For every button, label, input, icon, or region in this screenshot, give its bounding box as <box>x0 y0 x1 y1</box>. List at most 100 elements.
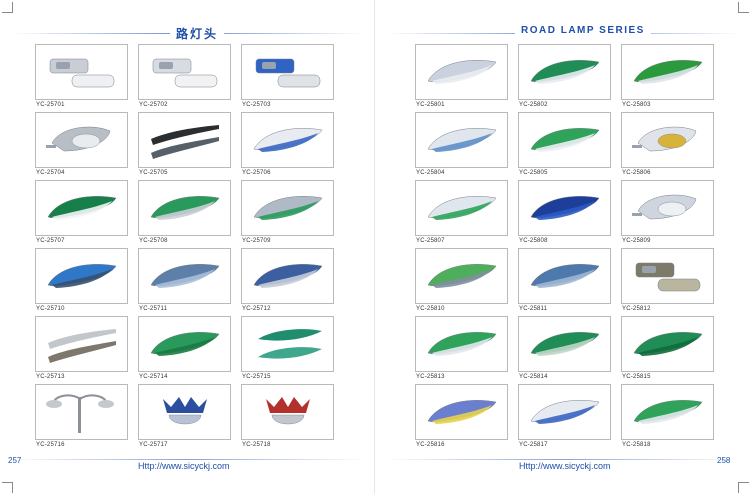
lamp-illustration <box>530 332 599 356</box>
product-card: YC-25706 <box>241 112 334 180</box>
product-image <box>138 180 231 236</box>
product-card: YC-25805 <box>518 112 611 180</box>
product-card: YC-25811 <box>518 248 611 316</box>
product-card: YC-25711 <box>138 248 231 316</box>
product-card: YC-25816 <box>415 384 508 452</box>
product-card: YC-25818 <box>621 384 714 452</box>
product-card: YC-25713 <box>35 316 128 384</box>
product-code: YC-25817 <box>519 442 548 448</box>
product-image <box>241 112 334 168</box>
product-card: YC-25807 <box>415 180 508 248</box>
product-image <box>241 316 334 372</box>
lamp-illustration <box>47 196 116 220</box>
product-code: YC-25709 <box>242 238 271 244</box>
product-code: YC-25814 <box>519 374 548 380</box>
product-image <box>241 248 334 304</box>
product-code: YC-25711 <box>139 306 168 312</box>
product-card: YC-25803 <box>621 44 714 112</box>
product-card: YC-25808 <box>518 180 611 248</box>
product-card: YC-25717 <box>138 384 231 452</box>
product-card: YC-25812 <box>621 248 714 316</box>
product-image <box>518 44 611 100</box>
lamp-illustration <box>253 264 322 288</box>
product-code: YC-25812 <box>622 306 651 312</box>
footer-rule <box>10 459 365 460</box>
lamp-illustration <box>150 332 219 356</box>
product-code: YC-25706 <box>242 170 271 176</box>
product-card: YC-25804 <box>415 112 508 180</box>
product-card: YC-25810 <box>415 248 508 316</box>
lamp-illustration <box>162 397 207 425</box>
lamp-illustration <box>150 125 219 159</box>
product-card: YC-25703 <box>241 44 334 112</box>
product-code: YC-25815 <box>622 374 651 380</box>
product-image <box>518 248 611 304</box>
lamp-illustration <box>150 196 219 220</box>
product-card: YC-25817 <box>518 384 611 452</box>
product-code: YC-25718 <box>242 442 271 448</box>
product-image <box>621 384 714 440</box>
product-image <box>138 248 231 304</box>
product-card: YC-25707 <box>35 180 128 248</box>
product-code: YC-25708 <box>139 238 168 244</box>
product-image <box>621 180 714 236</box>
lamp-illustration <box>257 329 322 359</box>
product-code: YC-25810 <box>416 306 445 312</box>
product-code: YC-25807 <box>416 238 445 244</box>
lamp-illustration <box>427 196 496 220</box>
lamp-illustration <box>427 264 496 288</box>
product-code: YC-25806 <box>622 170 651 176</box>
product-code: YC-25717 <box>139 442 168 448</box>
lamp-illustration <box>633 332 702 356</box>
product-card: YC-25712 <box>241 248 334 316</box>
product-image <box>35 384 128 440</box>
product-image <box>518 316 611 372</box>
lamp-illustration <box>530 196 599 220</box>
product-code: YC-25701 <box>36 102 65 108</box>
product-code: YC-25802 <box>519 102 548 108</box>
lamp-illustration <box>45 394 114 433</box>
website-link[interactable]: Http://www.sicyckj.com <box>138 461 230 471</box>
page-title: ROAD LAMP SERIES <box>515 25 651 36</box>
product-card: YC-25704 <box>35 112 128 180</box>
product-card: YC-25809 <box>621 180 714 248</box>
product-image <box>35 112 128 168</box>
product-card: YC-25802 <box>518 44 611 112</box>
product-image <box>518 112 611 168</box>
product-code: YC-25702 <box>139 102 168 108</box>
product-image <box>138 112 231 168</box>
lamp-illustration <box>427 400 496 424</box>
product-code: YC-25816 <box>416 442 445 448</box>
product-image <box>621 44 714 100</box>
page-number: 258 <box>717 456 731 465</box>
lamp-illustration <box>253 196 322 220</box>
product-image <box>621 248 714 304</box>
product-card: YC-25813 <box>415 316 508 384</box>
product-code: YC-25805 <box>519 170 548 176</box>
product-code: YC-25808 <box>519 238 548 244</box>
product-code: YC-25707 <box>36 238 65 244</box>
lamp-illustration <box>530 60 599 84</box>
product-image <box>241 44 334 100</box>
lamp-illustration <box>253 128 322 152</box>
crop-mark <box>738 482 749 493</box>
product-code: YC-25809 <box>622 238 651 244</box>
product-image <box>415 180 508 236</box>
lamp-illustration <box>635 262 700 292</box>
product-code: YC-25703 <box>242 102 271 108</box>
website-link[interactable]: Http://www.sicyckj.com <box>519 461 611 471</box>
product-card: YC-25715 <box>241 316 334 384</box>
product-card: YC-25814 <box>518 316 611 384</box>
product-card: YC-25702 <box>138 44 231 112</box>
product-code: YC-25811 <box>519 306 548 312</box>
product-card: YC-25815 <box>621 316 714 384</box>
crop-mark <box>2 2 13 13</box>
product-image <box>35 316 128 372</box>
lamp-illustration <box>45 126 110 152</box>
lamp-illustration <box>427 60 496 84</box>
product-code: YC-25712 <box>242 306 271 312</box>
product-card: YC-25708 <box>138 180 231 248</box>
product-image <box>415 316 508 372</box>
footer-rule <box>385 459 740 460</box>
